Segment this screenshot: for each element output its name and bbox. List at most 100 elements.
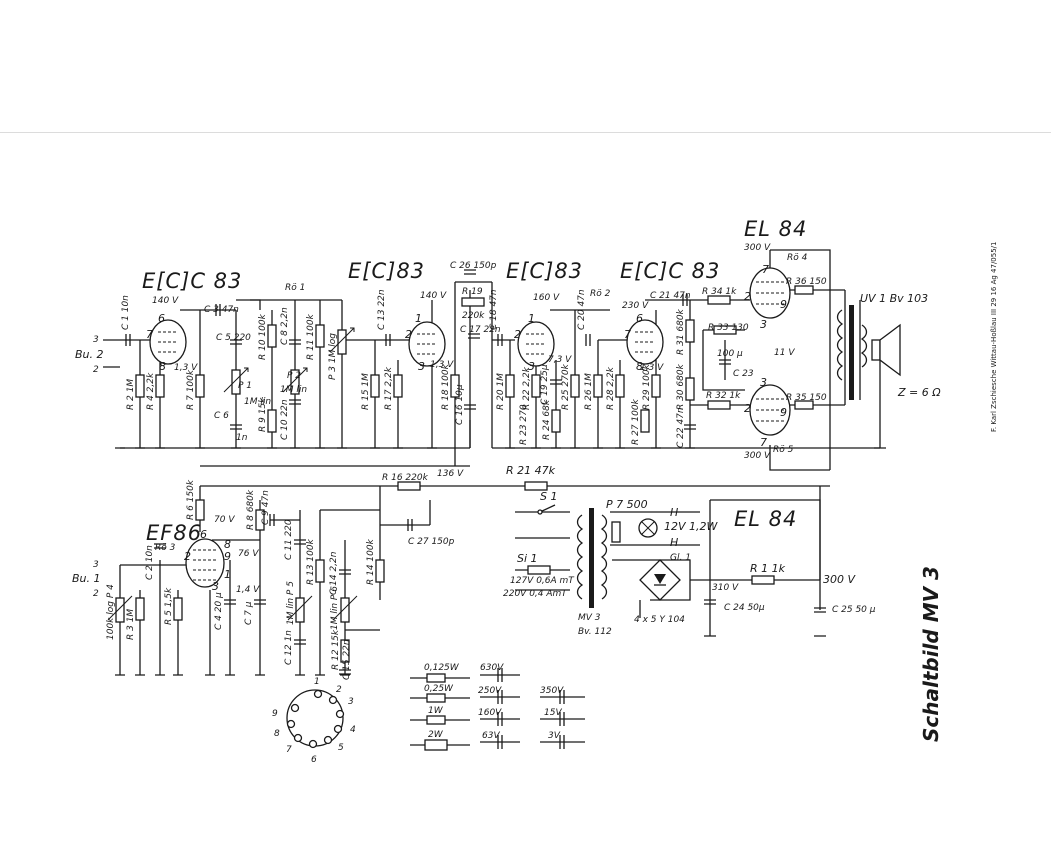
capacitor-c12 <box>294 639 306 645</box>
resistor-r30 <box>685 377 695 401</box>
label-c25: C 25 50 µ <box>832 605 876 615</box>
pin-label: 6 <box>158 312 165 325</box>
capacitor-c5 <box>230 339 242 345</box>
label-r33: R 33 130 <box>708 323 749 333</box>
pin-label: 8 <box>224 538 231 551</box>
label-c22: C 22 47n <box>676 407 686 448</box>
resistor-r1 <box>751 575 775 585</box>
voltage-310: 310 V <box>712 583 739 593</box>
label-r27: R 27 100k <box>631 398 641 445</box>
voltage-70: 70 V <box>214 515 235 525</box>
voltage-11: 11 V <box>774 348 795 358</box>
legend-1w: 1W <box>428 706 444 716</box>
socket-pin: 7 <box>286 745 292 755</box>
resistor-r29 <box>651 374 661 398</box>
tube-v4-title: E[C]C 83 <box>620 259 720 283</box>
ref-ro4: Rö 4 <box>787 253 808 263</box>
label-r34: R 34 1k <box>702 287 737 297</box>
legend-labels: 0,125W 0,25W 1W 2W 630V 250V 160V 63V 35… <box>424 663 564 741</box>
pin-label: 2 <box>744 290 751 303</box>
tube-socket-diagram <box>286 689 345 749</box>
ground-stubs <box>115 447 886 676</box>
label-gl1: Gl. 1 <box>670 553 691 563</box>
socket-pin: 4 <box>350 725 356 735</box>
fuse-si1 <box>527 565 551 575</box>
label-r24: R 24 68k <box>542 399 552 440</box>
label-p1: P 1 <box>238 381 252 391</box>
label-r2: R 2 1M <box>126 379 136 410</box>
resistor-r32 <box>707 400 731 410</box>
label-c26: C 26 150p <box>450 261 497 271</box>
label-p1-value: 1M lin <box>244 397 271 407</box>
socket-pin: 5 <box>338 743 344 753</box>
voltage-136: 136 V <box>437 469 464 479</box>
label-r16: R 16 220k <box>382 473 429 483</box>
label-bv112: Bv. 112 <box>578 627 612 637</box>
potentiometer-p7 <box>611 521 621 543</box>
label-r20: R 20 1M <box>496 373 506 410</box>
tube-ro4-envelope <box>749 267 791 319</box>
capacitor-c17 <box>468 333 480 339</box>
capacitor-c26 <box>464 269 476 275</box>
publisher-imprint: F. Karl Zschiesche Wittau-Hoßlau III 29 … <box>990 242 998 432</box>
resistor-r26 <box>593 374 603 398</box>
resistor-r11 <box>315 324 325 348</box>
label-c23: C 23 <box>733 369 754 379</box>
legend-250v: 250V <box>478 686 502 696</box>
label-c12: C 12 1n <box>284 630 294 665</box>
component-labels-horizontal: C 3 47n C 5 220 C 6 1n P 1 1M lin P 2 1M… <box>204 261 941 637</box>
resistor-r18 <box>450 374 460 398</box>
pin-label: 3 <box>212 580 219 593</box>
socket-pin: 6 <box>311 755 317 765</box>
label-lamp: 12V 1,2W <box>664 520 719 533</box>
voltage-13b: 1,3 V <box>430 360 454 370</box>
label-mv3: MV 3 <box>578 613 601 623</box>
capacitor-c24 <box>704 599 716 605</box>
label-p6: 1M lin P 6 <box>330 586 340 630</box>
resistor-r31 <box>685 319 695 343</box>
input-labels: Bu. 2 3 2 Bu. 1 3 2 <box>72 335 104 599</box>
label-r4: R 4 2,2k <box>146 372 156 410</box>
capacitor-c3 <box>215 304 221 316</box>
legend-3v: 3V <box>548 731 561 741</box>
tube-v3-title: E[C]83 <box>506 259 583 283</box>
tube-v6-envelope <box>185 538 225 588</box>
input-bu2-pin2: 2 <box>93 365 99 375</box>
capacitor-c11 <box>294 539 306 545</box>
label-h-lower: H <box>670 536 678 549</box>
resistor-r28 <box>615 374 625 398</box>
pin-label: 2 <box>184 550 191 563</box>
resistor-r15 <box>370 374 380 398</box>
voltage-230: 230 V <box>622 301 649 311</box>
label-p7: P 7 500 <box>606 498 648 511</box>
pin-label: 9 <box>780 406 787 419</box>
input-bu1-pin3: 3 <box>93 560 99 570</box>
label-r10: R 10 100k <box>258 313 268 360</box>
resistor-r16 <box>397 481 421 491</box>
pin-label: 2 <box>514 328 521 341</box>
label-r5: R 5 1,5k <box>164 587 174 625</box>
socket-pin-labels: 1 2 3 4 5 6 7 8 9 <box>272 677 356 765</box>
label-p5: 1M lin P 5 <box>286 581 296 625</box>
capacitor-c7 <box>254 599 266 605</box>
pin-label: 2 <box>405 328 412 341</box>
label-c6: C 6 <box>214 411 229 421</box>
legend-630v: 630V <box>480 663 504 673</box>
pin-label: 6 <box>636 312 643 325</box>
resistor-r13 <box>315 559 325 583</box>
pin-label: 7 <box>624 328 631 341</box>
label-c4: C 4 20 µ <box>214 592 224 630</box>
socket-pin: 9 <box>272 709 278 719</box>
capacitors <box>125 269 826 675</box>
tube-v1-title: E[C]C 83 <box>142 269 242 293</box>
capacitor-c15 <box>339 669 351 675</box>
potentiometer-p6 <box>340 597 350 623</box>
label-r28: R 28 2,2k <box>606 366 616 410</box>
resistor-r36 <box>794 285 814 295</box>
label-r18: R 18 100k <box>441 363 451 410</box>
pin-label: 8 <box>636 360 643 373</box>
potentiometers <box>107 327 358 623</box>
pin-label: 1 <box>224 568 231 581</box>
